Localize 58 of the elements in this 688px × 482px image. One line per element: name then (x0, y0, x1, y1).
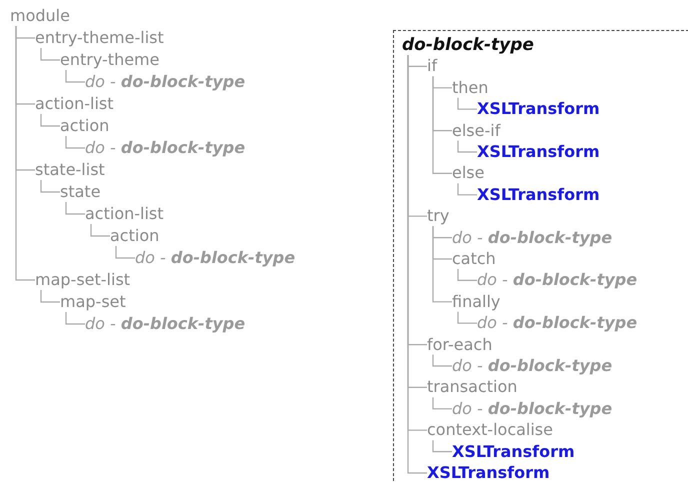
tree-connector (40, 290, 60, 303)
tree-item: module (10, 6, 70, 26)
type-reference: do- do-block-type (452, 398, 612, 419)
tree-item: map-set (60, 292, 126, 312)
tree-connector (40, 48, 60, 61)
tree-connector (432, 440, 452, 452)
tree-connector (115, 246, 135, 259)
tree-item: state (60, 182, 101, 202)
tree-item: action-list (85, 204, 164, 224)
tree-item: else-if (452, 120, 500, 141)
tree-item: context-localise (427, 420, 553, 440)
tree-item: then (452, 78, 488, 98)
type-reference: do- do-block-type (477, 270, 638, 290)
tree-item: action (110, 226, 160, 246)
tree-connector (432, 354, 452, 367)
tree-connector (457, 269, 477, 281)
tree-item: finally (452, 292, 500, 312)
type-reference: do- do-block-type (452, 228, 612, 248)
tree-connector (432, 226, 452, 302)
tree-item: try (427, 206, 450, 226)
tree-item: state-list (35, 160, 105, 180)
tree-connector (65, 136, 85, 149)
tree-connector (65, 202, 85, 215)
tree-connector (457, 140, 477, 153)
transform-item: XSLTransform (477, 142, 600, 162)
transform-item: XSLTransform (427, 463, 550, 482)
type-reference: do- do-block-type (477, 313, 638, 334)
panel-title: do-block-type (402, 35, 534, 55)
tree-item: action-list (35, 94, 114, 114)
tree-item: map-set-list (35, 270, 130, 290)
tree-connector (457, 98, 477, 110)
transform-item: XSLTransform (477, 184, 600, 205)
tree-item: catch (452, 249, 496, 269)
tree-connector (15, 26, 35, 281)
tree-item: entry-theme-list (35, 28, 164, 48)
type-reference: do- do-block-type (135, 248, 296, 268)
type-reference: do- do-block-type (452, 356, 612, 376)
transform-item: XSLTransform (452, 442, 575, 462)
tree-item: transaction (427, 377, 518, 398)
tree-connector (457, 183, 477, 196)
tree-connector (90, 224, 110, 237)
tree-item: entry-theme (60, 50, 160, 70)
type-reference: do- do-block-type (85, 72, 246, 92)
tree-item: if (427, 56, 438, 76)
transform-item: XSLTransform (477, 99, 600, 120)
tree-connector (40, 180, 60, 193)
tree-item: action (60, 116, 110, 136)
type-reference: do- do-block-type (85, 314, 246, 334)
tree-connector (65, 312, 85, 325)
tree-connector (432, 397, 452, 410)
tree-connector (432, 76, 452, 174)
type-reference: do- do-block-type (85, 138, 246, 158)
tree-item: else (452, 163, 484, 184)
tree-item: for-each (427, 334, 492, 355)
dashed-frame (393, 30, 688, 482)
tree-connector (65, 70, 85, 83)
tree-connector (40, 114, 60, 127)
tree-connector (457, 312, 477, 324)
